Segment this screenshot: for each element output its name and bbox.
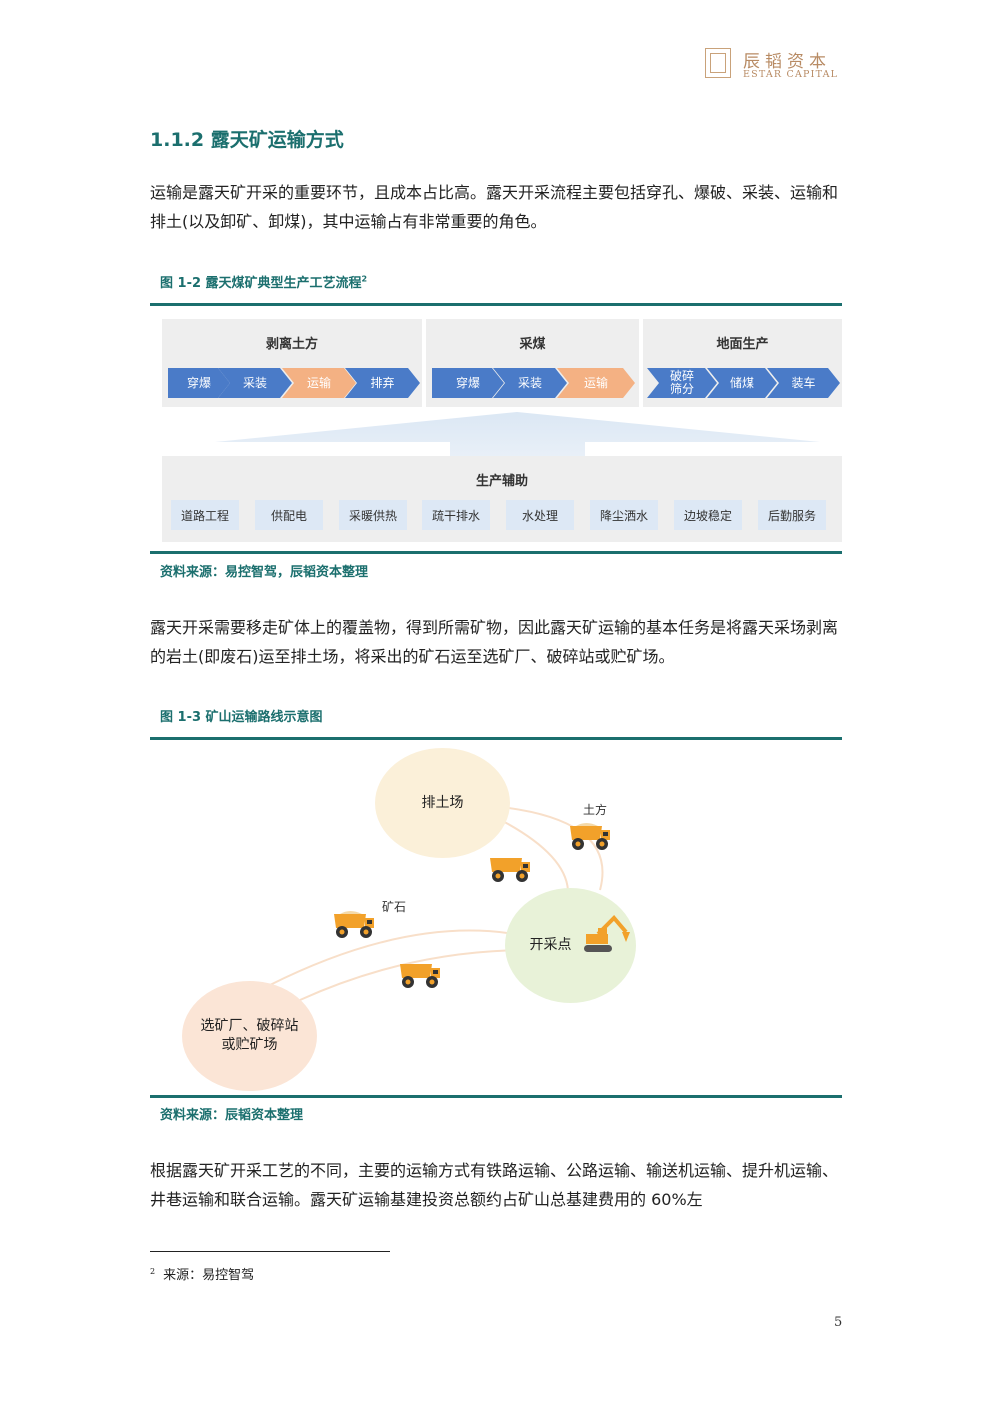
mining-point-label: 开采点: [529, 937, 572, 953]
footnote: 2 来源：易控智驾: [150, 1264, 254, 1283]
logo-chinese-name: 辰韬资本: [743, 52, 831, 72]
support-item: 后勤服务: [758, 500, 826, 530]
logo-icon: [705, 48, 731, 78]
earth-label: 土方: [583, 803, 608, 817]
step-loading: 采装: [493, 368, 567, 398]
process-group-stripping: 剥离土方 穿爆 采装 运输 排弃: [162, 319, 422, 407]
group-title: 采煤: [519, 337, 546, 352]
route-ore-2: [299, 949, 531, 1001]
dump-truck-icon: [570, 823, 610, 850]
route-earth-2: [494, 816, 570, 896]
step-coal-storage: 储煤: [707, 368, 777, 398]
process-group-ground-production: 地面生产 破碎 筛分 储煤 装车: [643, 319, 842, 407]
dump-truck-icon: [490, 858, 530, 882]
processing-plant-label: 选矿厂、破碎站或贮矿场: [200, 1018, 299, 1053]
figure-1-3-source: 资料来源：辰韬资本整理: [160, 1108, 304, 1123]
step-loading-train: 装车: [767, 368, 840, 398]
up-arrow-icon: [215, 412, 820, 458]
figure-1-3-caption: 图 1-3 矿山运输路线示意图: [160, 710, 323, 725]
footnote-ref: 2: [361, 274, 368, 284]
figure-1-2-top-rule: [150, 303, 842, 306]
group-title: 剥离土方: [265, 337, 318, 352]
excavator-icon: [584, 915, 630, 952]
route-ore-1: [269, 929, 521, 986]
step-drilling-blasting: 穿爆: [432, 368, 504, 398]
step-transport: 运输: [282, 368, 356, 398]
paragraph-3: 根据露天矿开采工艺的不同，主要的运输方式有铁路运输、公路运输、输送机运输、提升机…: [150, 1161, 839, 1209]
figure-1-2-caption-text: 图 1-2 露天煤矿典型生产工艺流程: [160, 276, 362, 291]
ore-label: 矿石: [382, 900, 407, 914]
step-dumping: 排弃: [345, 368, 420, 398]
mining-point-node: 开采点: [505, 888, 636, 1003]
figure-1-2-bottom-rule: [150, 551, 842, 554]
support-item: 边坡稳定: [674, 500, 742, 530]
step-crushing-screening: 破碎 筛分: [647, 368, 717, 398]
support-item: 供配电: [255, 500, 323, 530]
support-item: 疏干排水: [422, 500, 490, 530]
section-title: 1.1.2 露天矿运输方式: [150, 129, 344, 151]
figure-1-2-caption: 图 1-2 露天煤矿典型生产工艺流程2: [160, 272, 367, 291]
support-item: 道路工程: [171, 500, 239, 530]
paragraph-1: 运输是露天矿开采的重要环节，且成本占比高。露天开采流程主要包括穿孔、爆破、采装、…: [150, 183, 839, 231]
process-group-coal-mining: 采煤 穿爆 采装 运输: [426, 319, 639, 407]
dump-truck-icon: [400, 964, 440, 988]
support-item: 采暖供热: [339, 500, 407, 530]
step-transport: 运输: [557, 368, 635, 398]
step-loading: 采装: [218, 368, 292, 398]
group-title: 地面生产: [716, 337, 769, 352]
support-item: 水处理: [506, 500, 574, 530]
processing-plant-node: 选矿厂、破碎站或贮矿场: [182, 981, 317, 1091]
footnote-number: 2: [150, 1266, 156, 1276]
logo-english-name: ESTAR CAPITAL: [743, 69, 839, 80]
paragraph-2: 露天开采需要移走矿体上的覆盖物，得到所需矿物，因此露天矿运输的基本任务是将露天采…: [150, 618, 839, 666]
dump-site-label: 排土场: [421, 794, 464, 811]
figure-1-3-top-rule: [150, 737, 842, 740]
dump-site-node: 排土场: [375, 748, 510, 858]
support-title: 生产辅助: [475, 474, 528, 489]
production-support-panel: 生产辅助 道路工程 供配电 采暖供热 疏干排水 水处理 降尘洒水 边坡稳定 后勤…: [162, 456, 842, 542]
dump-truck-icon: [334, 911, 374, 938]
footnote-text: 来源：易控智驾: [163, 1268, 255, 1283]
figure-1-2-source: 资料来源：易控智驾，辰韬资本整理: [160, 565, 369, 580]
step-drilling-blasting: 穿爆: [168, 368, 230, 398]
support-item: 降尘洒水: [590, 500, 658, 530]
page-number: 5: [834, 1315, 843, 1330]
figure-1-3-bottom-rule: [150, 1095, 842, 1098]
footnote-divider: [150, 1251, 390, 1252]
